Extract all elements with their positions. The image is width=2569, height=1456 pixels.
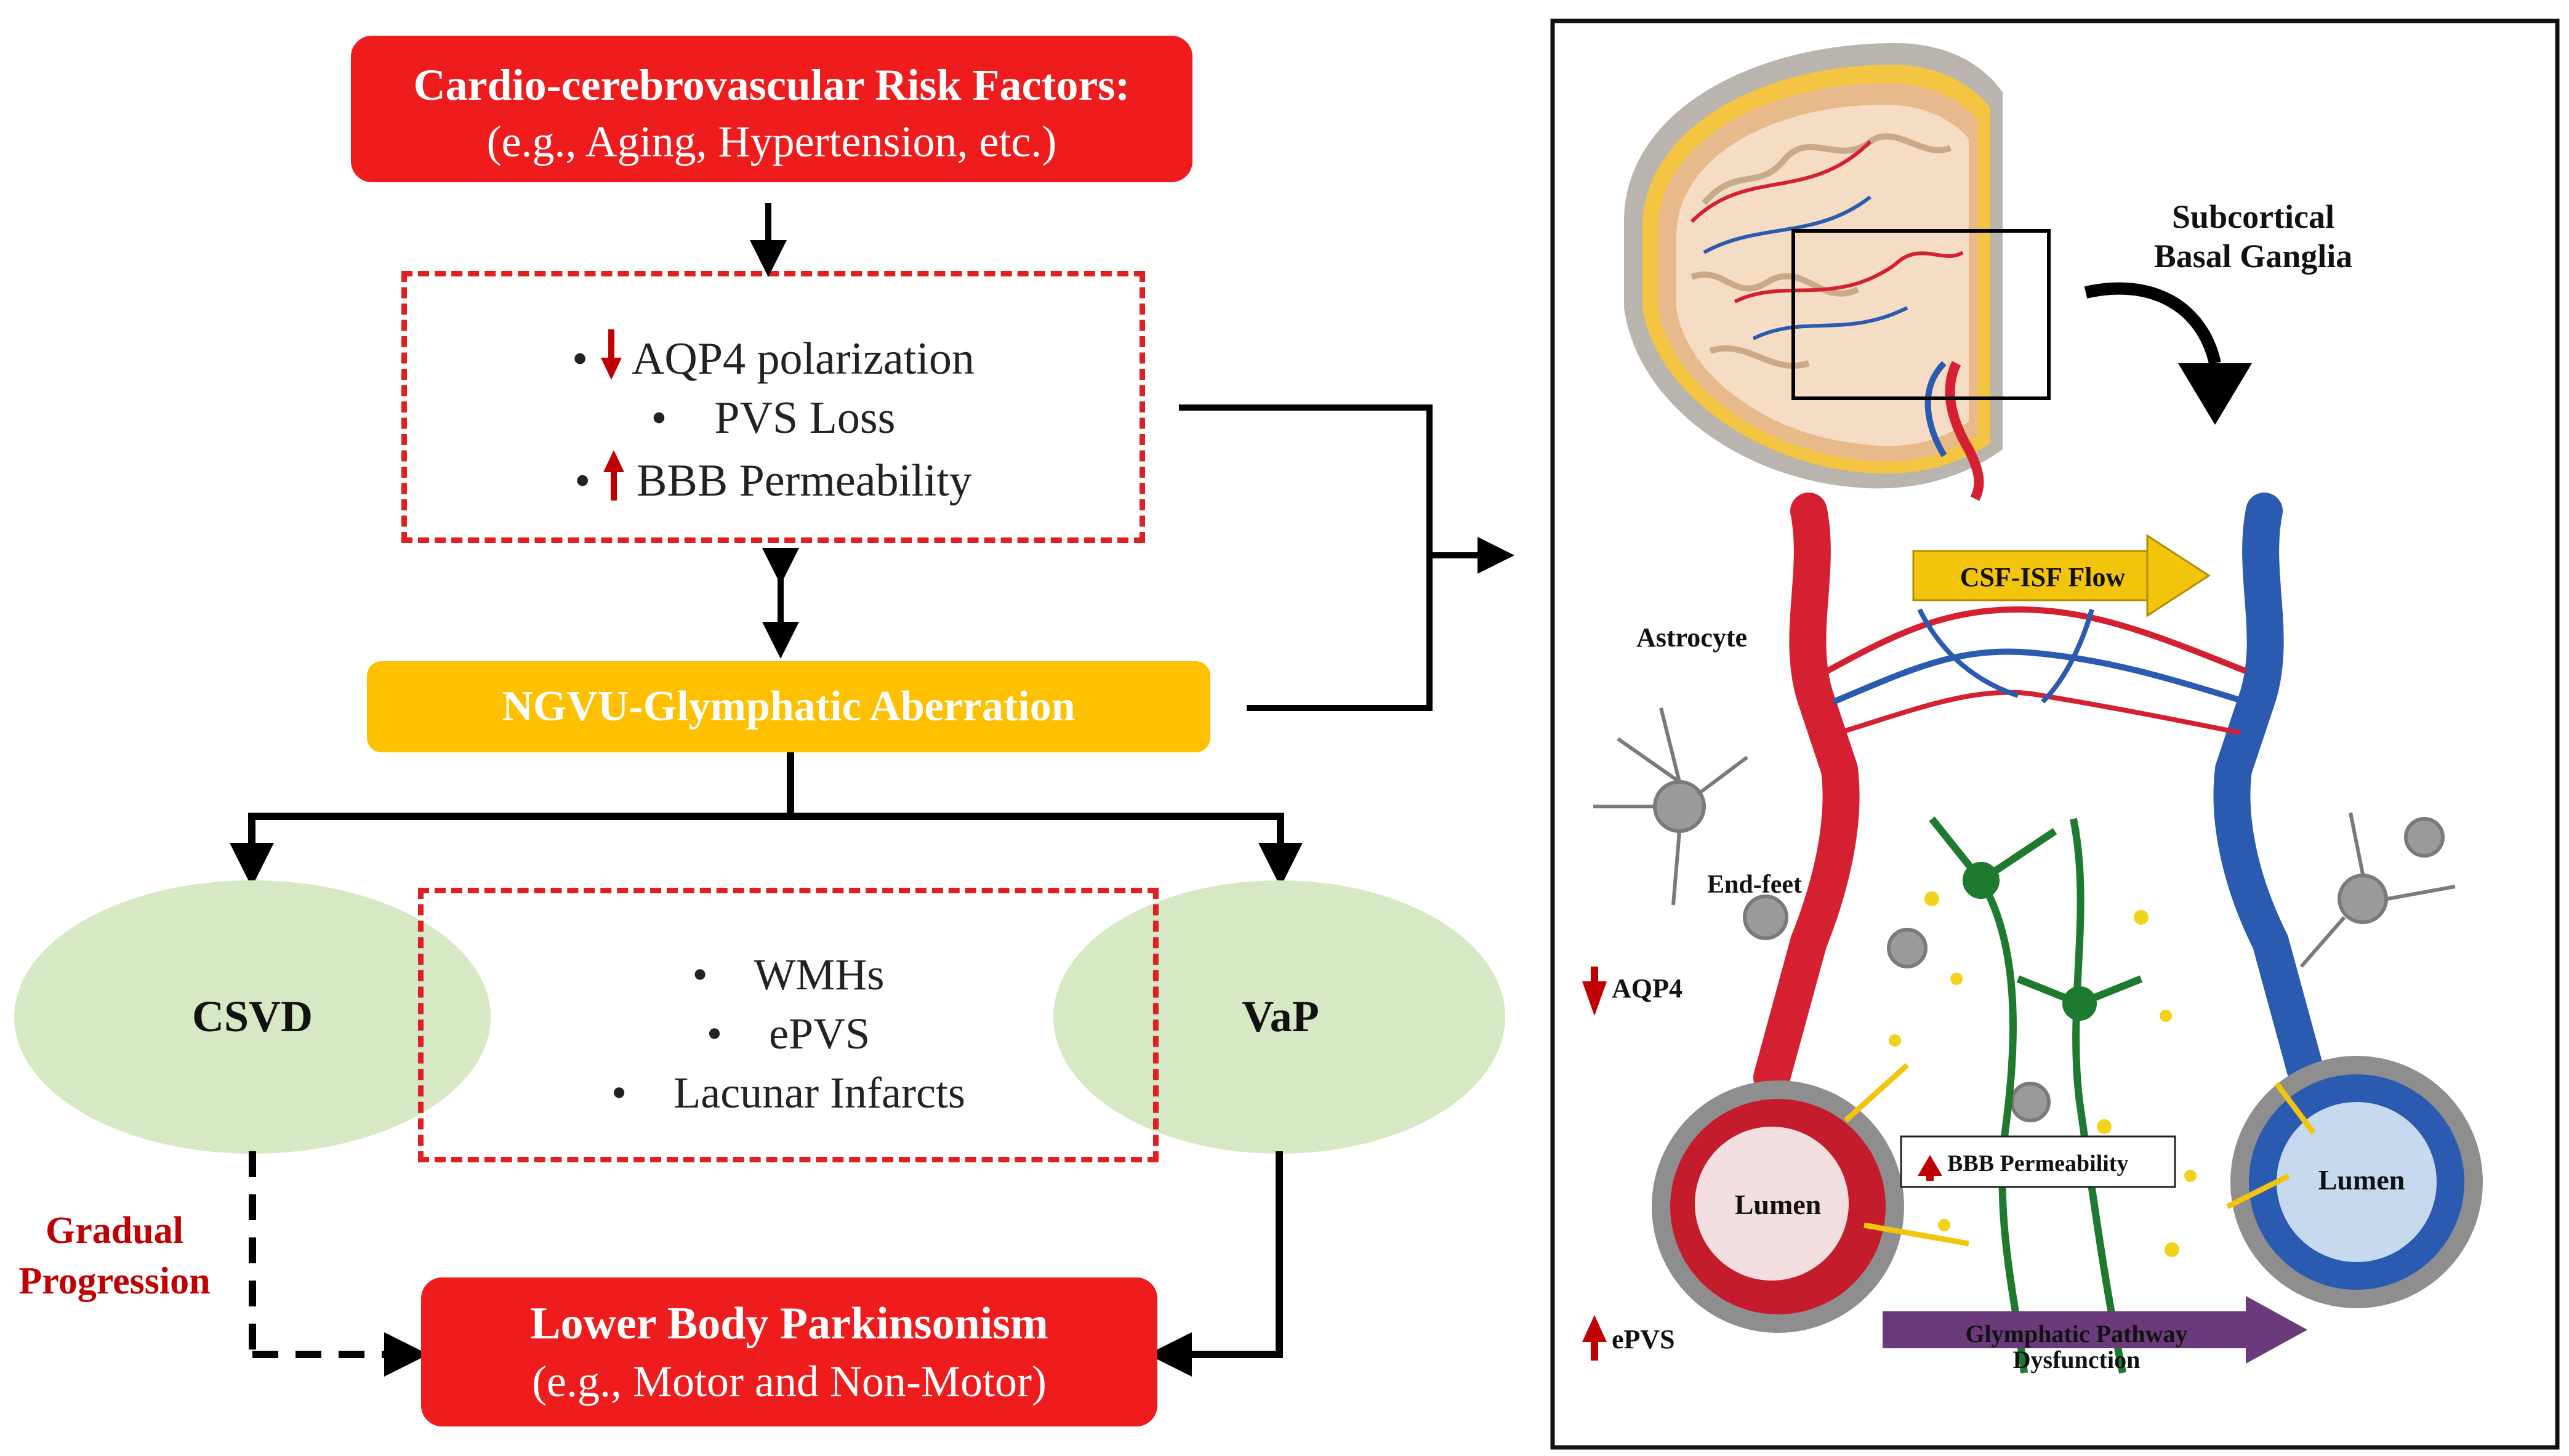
- basal-ganglia-highlight: [1791, 229, 2051, 400]
- bullet: •: [574, 456, 591, 506]
- flow-arrow-icon: [1912, 534, 2211, 617]
- astrocyte-cells: [1593, 707, 2456, 1122]
- lumen-right-label: Lumen: [2318, 1164, 2405, 1196]
- dysfunction-label-line-2: Dysfunction: [2013, 1346, 2141, 1374]
- astrocyte-label: Astrocyte: [1636, 622, 1747, 653]
- endfeet-label: End-feet: [1707, 871, 1802, 899]
- mechanism-text: BBB Permeability: [637, 456, 972, 506]
- progression-line-2: Progression: [18, 1260, 211, 1302]
- marker-text: ePVS: [769, 1009, 870, 1058]
- progression-label: Gradual Progression: [0, 1205, 229, 1306]
- yellow-flow-arrows: [1843, 1063, 2316, 1247]
- down-arrow-icon: [600, 329, 622, 380]
- outcome-subtitle: (e.g., Motor and Non-Motor): [532, 1357, 1047, 1406]
- region-label-line-2: Basal Ganglia: [2154, 238, 2353, 275]
- neuron-cells: [1929, 816, 2143, 1374]
- progression-line-1: Gradual: [46, 1210, 183, 1252]
- marker-item: • WMHs: [424, 945, 1153, 1004]
- mechanism-item: • AQP4 polarization: [407, 326, 1140, 388]
- mechanism-text: PVS Loss: [714, 393, 896, 443]
- aqp4-label: AQP4: [1612, 973, 1683, 1004]
- csvd-label: CSVD: [191, 992, 313, 1041]
- dysfunction-label-line-1: Glymphatic Pathway: [1965, 1320, 2187, 1348]
- mechanism-text: AQP4 polarization: [631, 334, 975, 384]
- bullet: •: [611, 1068, 627, 1117]
- bbb-label-box: [1900, 1135, 2176, 1188]
- right-vessel-cross-section: [2230, 1056, 2483, 1308]
- vap-label: VaP: [1242, 992, 1319, 1041]
- risk-factors-subtitle: (e.g., Aging, Hypertension, etc.): [486, 117, 1057, 166]
- outcome-box: Lower Body Parkinsonism (e.g., Motor and…: [421, 1277, 1157, 1426]
- mechanisms-box: • AQP4 polarization • PVS Loss • BBB Per…: [401, 271, 1145, 543]
- marker-text: WMHs: [754, 950, 885, 999]
- dysfunction-arrow-icon: [1883, 1296, 2307, 1364]
- marker-item: • Lacunar Infarcts: [424, 1063, 1153, 1122]
- lumen-left-label: Lumen: [1735, 1189, 1822, 1220]
- bbb-label: BBB Permeability: [1947, 1151, 2128, 1176]
- aberration-label: NGVU-Glymphatic Aberration: [502, 683, 1075, 730]
- mechanism-item: • BBB Permeability: [407, 448, 1140, 510]
- aberration-box: NGVU-Glymphatic Aberration: [367, 661, 1210, 752]
- region-label-line-1: Subcortical: [2172, 198, 2334, 235]
- risk-factors-box: Cardio-cerebrovascular Risk Factors: (e.…: [351, 36, 1192, 182]
- vessel-network: [1753, 493, 2326, 1096]
- markers-box: • WMHs • ePVS • Lacunar Infarcts: [418, 888, 1159, 1162]
- solute-dots: [1889, 891, 2197, 1257]
- bullet: •: [706, 1009, 723, 1058]
- epvs-label: ePVS: [1612, 1324, 1675, 1354]
- curved-arrow: [2084, 282, 2221, 365]
- risk-factors-title: Cardio-cerebrovascular Risk Factors:: [413, 60, 1130, 110]
- flow-label: CSF-ISF Flow: [1960, 562, 2126, 592]
- outcome-title: Lower Body Parkinsonism: [530, 1298, 1048, 1349]
- left-vessel-cross-section: [1652, 1080, 1904, 1333]
- marker-text: Lacunar Infarcts: [673, 1068, 965, 1117]
- bullet: •: [651, 393, 667, 443]
- marker-item: • ePVS: [424, 1004, 1153, 1063]
- bullet: •: [692, 950, 708, 999]
- split-connector: [248, 813, 1284, 837]
- illustration-panel: Subcortical Basal Ganglia CSF-ISF Flow: [1550, 18, 2560, 1450]
- bullet: •: [572, 334, 589, 384]
- mechanism-item: • PVS Loss: [407, 388, 1140, 448]
- up-arrow-icon: [603, 450, 624, 501]
- brain-illustration: [1624, 43, 2051, 501]
- bracket-to-illustration: [1179, 404, 1433, 711]
